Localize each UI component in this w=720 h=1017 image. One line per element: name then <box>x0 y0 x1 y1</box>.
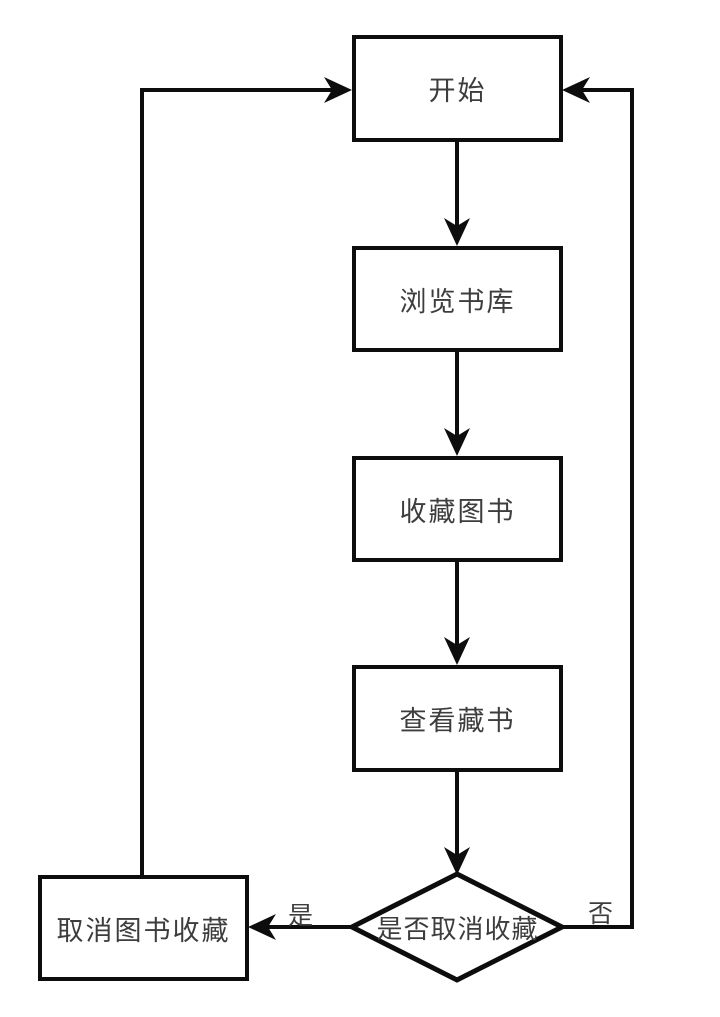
edge-label-no: 否 <box>588 901 614 928</box>
arrowhead-view-icon <box>444 637 470 665</box>
node-cancel-collection: 取消图书收藏 <box>38 875 249 981</box>
node-browse-library-label: 浏览书库 <box>399 286 516 317</box>
arrowhead-decision-icon <box>444 847 470 875</box>
arrowhead-collect-icon <box>444 428 470 456</box>
node-view-collection-label: 查看藏书 <box>399 706 516 736</box>
node-view-collection: 查看藏书 <box>352 665 563 772</box>
node-collect-books-label: 收藏图书 <box>399 496 516 527</box>
node-decision-label: 是否取消收藏 <box>376 915 539 944</box>
arrowhead-cancel-icon <box>248 914 276 940</box>
node-collect-books: 收藏图书 <box>352 456 563 562</box>
arrowhead-browse-icon <box>444 218 470 246</box>
node-decision-shape <box>346 871 568 983</box>
edge-cancel-to-start <box>140 88 346 875</box>
node-start: 开始 <box>352 35 563 142</box>
node-start-label: 开始 <box>428 76 487 106</box>
arrowhead-start-right-icon <box>562 77 590 103</box>
edge-decision-to-start <box>562 88 634 929</box>
edge-label-yes: 是 <box>288 903 314 930</box>
arrowhead-start-left-icon <box>324 77 352 103</box>
node-browse-library: 浏览书库 <box>352 246 563 352</box>
node-decision-label-wrap: 是否取消收藏 <box>352 875 563 980</box>
node-cancel-collection-label: 取消图书收藏 <box>56 915 231 946</box>
